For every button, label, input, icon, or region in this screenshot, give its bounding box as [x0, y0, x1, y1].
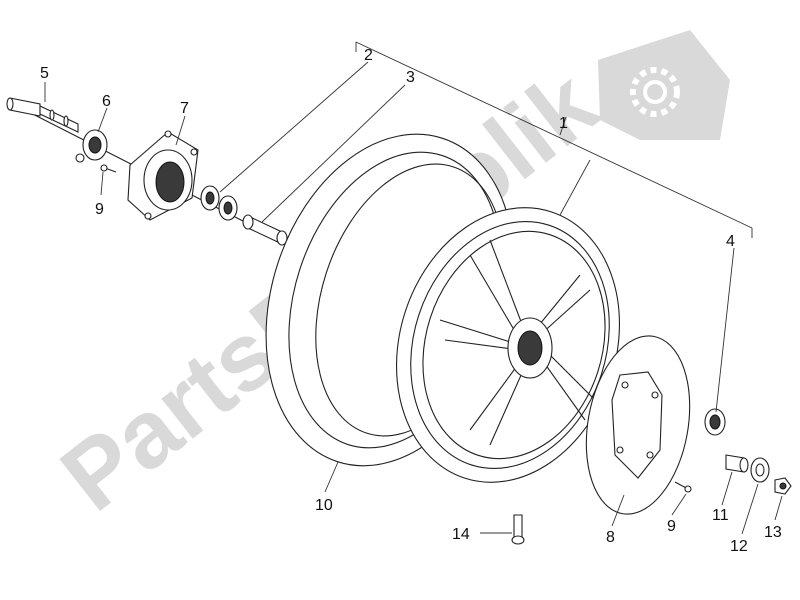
washer: [750, 457, 770, 483]
brake-disc-flange: [127, 130, 199, 221]
callout-7: 7: [180, 100, 189, 117]
callout-9-right: 9: [667, 518, 676, 535]
callout-2: 2: [364, 47, 373, 64]
wheel-rim: [395, 207, 621, 483]
leader-lines: [44, 41, 783, 535]
spacer-tube: [242, 214, 288, 246]
callouts: 1 2 3 4 5 6 7 8 9 9 10 11 12 13 14: [40, 47, 782, 555]
callout-12: 12: [730, 538, 748, 555]
callout-5: 5: [40, 65, 49, 82]
callout-10: 10: [315, 497, 333, 514]
callout-3: 3: [406, 69, 415, 86]
callout-9-left: 9: [95, 201, 104, 218]
callout-14: 14: [452, 526, 470, 543]
axle-nut: [774, 477, 792, 495]
brake-disc: [585, 335, 691, 515]
callout-4: 4: [726, 233, 735, 250]
tyre-valve: [511, 514, 525, 545]
callout-13: 13: [764, 524, 782, 541]
screw-left: [100, 164, 117, 173]
bushing: [725, 454, 749, 473]
speedometer-drive: [75, 129, 108, 163]
oil-seal: [704, 408, 726, 436]
gear-flag-icon: [598, 30, 730, 140]
wheel-bearings: [200, 185, 238, 221]
screw-right: [674, 481, 692, 493]
axle-shaft: [6, 97, 79, 133]
callout-1: 1: [559, 115, 568, 132]
callout-11: 11: [712, 507, 729, 524]
callout-6: 6: [102, 93, 111, 110]
callout-8: 8: [606, 529, 615, 546]
